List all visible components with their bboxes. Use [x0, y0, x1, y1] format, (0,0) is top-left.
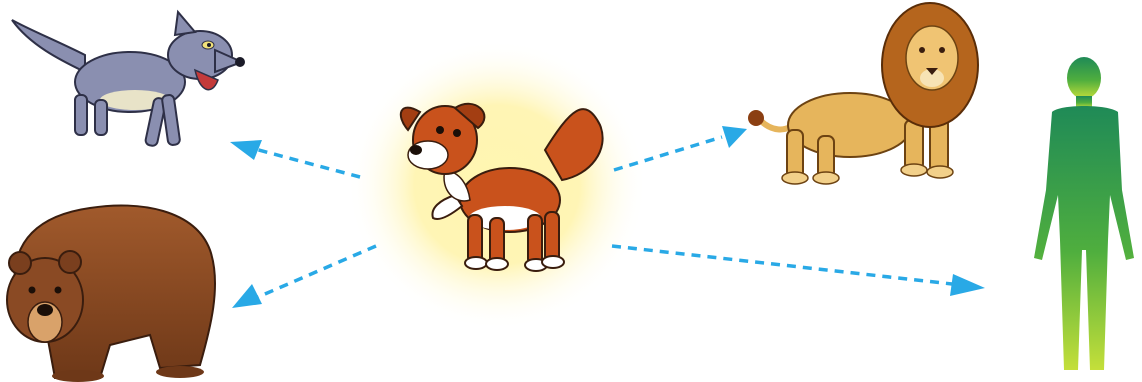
arrow-to-bear: [232, 246, 376, 308]
lion-icon: [748, 3, 978, 184]
arrow-to-human: [612, 246, 985, 296]
bear-icon: [7, 205, 215, 382]
wolf-icon: [12, 12, 245, 147]
arrow-to-wolf: [230, 140, 360, 177]
human-silhouette-icon: [1034, 57, 1134, 370]
